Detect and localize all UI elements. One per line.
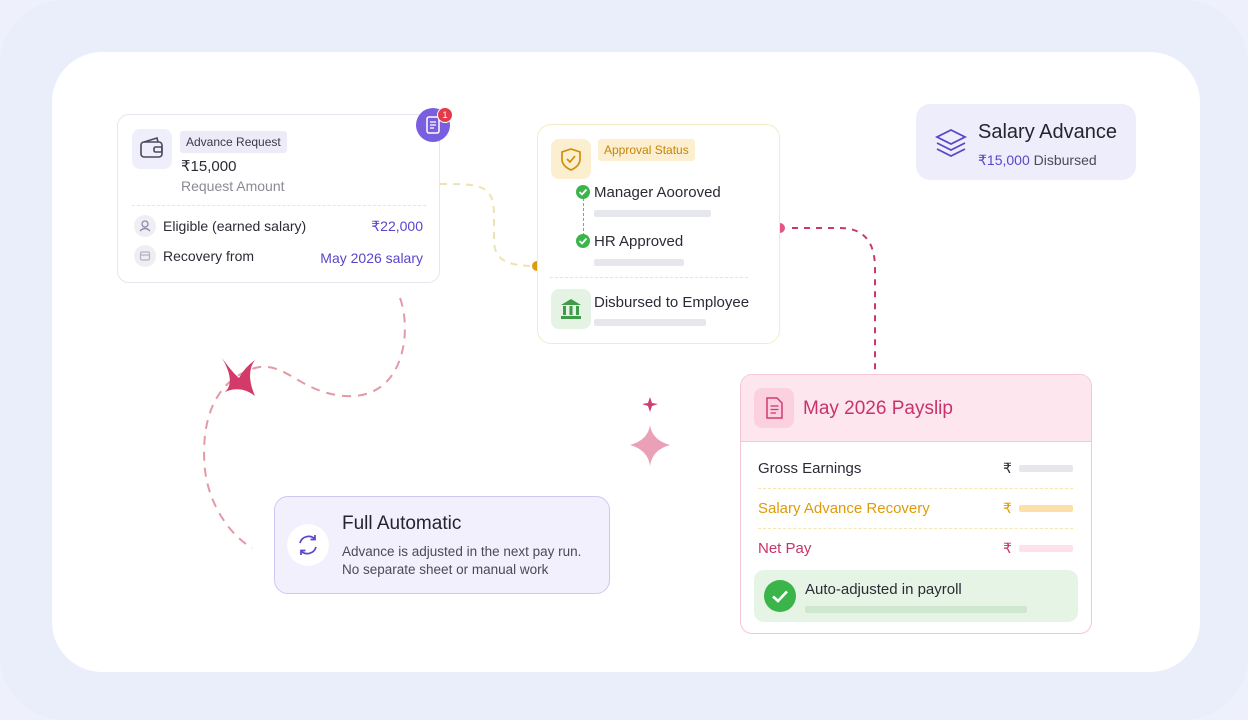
automatic-line-1: Advance is adjusted in the next pay run.: [342, 544, 582, 559]
request-amount: ₹15,000: [181, 158, 237, 175]
auto-adjusted-status: Auto-adjusted in payroll: [754, 570, 1078, 622]
automatic-line-2: No separate sheet or manual work: [342, 562, 549, 577]
automatic-title: Full Automatic: [342, 513, 462, 534]
step-manager-label: Manager Aooroved: [594, 184, 721, 201]
summary-title: Salary Advance: [978, 121, 1117, 143]
gross-earnings-symbol: ₹: [1003, 460, 1012, 476]
sparkle-icon-small: [642, 397, 658, 412]
disbursed-bar: [594, 319, 706, 326]
advance-recovery-symbol: ₹: [1003, 500, 1012, 516]
check-circle-icon: [764, 580, 796, 612]
recovery-label: Recovery from: [163, 248, 255, 264]
advance-request-tag: Advance Request: [180, 131, 287, 153]
payslip-document-icon: [754, 388, 794, 428]
payslip-title: May 2026 Payslip: [803, 398, 953, 419]
advance-recovery-label: Salary Advance Recovery: [758, 500, 930, 517]
eligible-value: ₹22,000: [371, 218, 423, 234]
layers-icon: [933, 125, 969, 161]
eligible-label: Eligible (earned salary): [163, 218, 307, 234]
sparkle-icon-large: [222, 358, 255, 396]
card-divider: [550, 277, 748, 278]
connector-request-approval: [439, 183, 538, 267]
step-manager-bar: [594, 210, 711, 217]
notification-count: 1: [437, 107, 453, 123]
wallet-icon: [132, 129, 172, 169]
card-divider: [132, 205, 426, 206]
summary-amount-line: ₹15,000 Disbursed: [978, 152, 1097, 169]
recovery-value: May 2026 salary: [320, 250, 423, 266]
request-amount-caption: Request Amount: [181, 178, 285, 194]
full-automatic-card[interactable]: Full Automatic Advance is adjusted in th…: [274, 496, 610, 594]
gross-earnings-label: Gross Earnings: [758, 460, 862, 477]
user-icon: [134, 215, 156, 237]
net-pay-symbol: ₹: [1003, 540, 1012, 556]
step-hr-label: HR Approved: [594, 233, 684, 250]
refresh-icon: [287, 524, 329, 566]
auto-adjusted-label: Auto-adjusted in payroll: [805, 581, 962, 598]
gross-earnings-bar: [1019, 465, 1073, 472]
payslip-header: May 2026 Payslip: [741, 375, 1091, 442]
step-hr-bar: [594, 259, 684, 266]
approval-status-tag: Approval Status: [598, 139, 695, 161]
bank-icon: [551, 289, 591, 329]
sparkle-icon-medium: [630, 425, 670, 466]
net-pay-bar: [1019, 545, 1073, 552]
step-connector-line: [583, 193, 584, 241]
row-divider: [758, 528, 1073, 529]
summary-amount-suffix: Disbursed: [1033, 152, 1097, 168]
net-pay-label: Net Pay: [758, 540, 812, 557]
salary-advance-summary[interactable]: Salary Advance ₹15,000 Disbursed: [916, 104, 1136, 180]
check-icon: [576, 234, 590, 248]
connector-approval-payslip: [780, 227, 876, 376]
calendar-icon: [134, 245, 156, 267]
advance-request-card[interactable]: Advance Request ₹15,000 Request Amount E…: [117, 114, 440, 283]
payslip-card[interactable]: May 2026 Payslip Gross Earnings ₹ Salary…: [740, 374, 1092, 634]
summary-amount: ₹15,000: [978, 152, 1030, 168]
disbursed-label: Disbursed to Employee: [594, 294, 750, 311]
advance-recovery-bar: [1019, 505, 1073, 512]
connector-request-automatic: [203, 297, 406, 549]
auto-adjusted-bar: [805, 606, 1027, 613]
row-divider: [758, 488, 1073, 489]
approval-status-card[interactable]: Approval Status Manager Aooroved HR Appr…: [537, 124, 780, 344]
shield-icon: [551, 139, 591, 179]
check-icon: [576, 185, 590, 199]
